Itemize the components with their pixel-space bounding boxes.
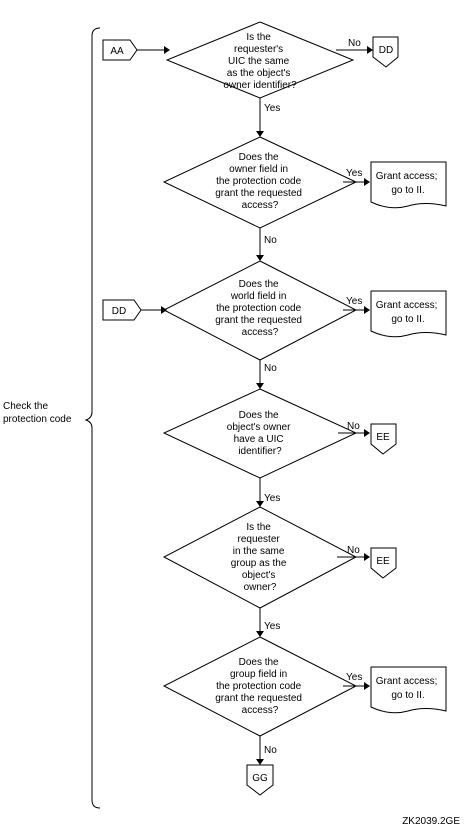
connector-dd-entry (102, 299, 142, 321)
decision-group-field-text: Does the group field in the protection c… (215, 657, 305, 716)
decision-owner-has-uic (162, 388, 358, 479)
left-brace (84, 27, 101, 809)
decision-uic-match (165, 21, 355, 99)
connector-ee-2 (370, 547, 397, 579)
arrow-head (367, 46, 373, 54)
decision-same-group (162, 506, 358, 609)
decision-owner-has-uic-text: Does the object's owner have a UIC ident… (227, 410, 293, 457)
decision-owner-field-text: Does the owner field in the protection c… (215, 152, 305, 211)
decision-same-group-text: Is the requester in the same group as th… (231, 522, 289, 593)
figure-id: ZK2039.2GE (402, 816, 460, 827)
side-label-line-1: Check the (3, 401, 48, 412)
d6-yes-label: Yes (346, 672, 362, 683)
decision-group-field (162, 636, 358, 737)
d5-yes-label: Yes (264, 621, 280, 632)
grant-access-box-group (370, 666, 447, 714)
arrow-head (256, 131, 264, 137)
d6-no-label: No (264, 745, 277, 756)
arrow-head (364, 429, 370, 437)
d4-yes-label: Yes (264, 493, 280, 504)
arrow-head (161, 306, 167, 314)
connector-ee-1 (370, 423, 397, 455)
d5-no-label: No (347, 545, 360, 556)
arrow-head (256, 759, 264, 765)
d3-no-label: No (264, 363, 277, 374)
connector-aa (102, 39, 138, 61)
d1-yes-label: Yes (264, 103, 280, 114)
arrow-head (256, 255, 264, 261)
grant-access-box-owner (370, 161, 447, 209)
connector-ee-2-label: EE (376, 556, 390, 567)
connector-dd-exit (372, 36, 399, 68)
d4-no-label: No (347, 421, 360, 432)
arrow-head (256, 501, 264, 507)
d1-no-label: No (348, 38, 361, 49)
grant-access-owner-text: Grant access; go to II. (376, 171, 440, 196)
arrow-head (364, 553, 370, 561)
grant-access-world-text: Grant access; go to II. (376, 300, 440, 325)
arrow-head (364, 178, 370, 186)
arrow-head (256, 631, 264, 637)
connector-gg (246, 764, 274, 796)
arrow-head (164, 46, 170, 54)
arrow-head (364, 682, 370, 690)
d2-yes-label: Yes (346, 168, 362, 179)
side-label-line-2: protection code (3, 414, 72, 425)
connector-ee-1-label: EE (376, 432, 390, 443)
connector-gg-label: GG (252, 773, 268, 784)
decision-world-field (162, 260, 358, 361)
connector-dd-entry-label: DD (112, 306, 126, 317)
decision-world-field-text: Does the world field in the protection c… (215, 279, 305, 338)
connector-aa-label: AA (110, 46, 124, 57)
grant-access-box-world (370, 290, 447, 338)
arrow-head (364, 306, 370, 314)
decision-owner-field (162, 136, 358, 229)
d3-yes-label: Yes (346, 296, 362, 307)
d2-no-label: No (264, 235, 277, 246)
decision-uic-match-text: Is the requester's UIC the same as the o… (223, 32, 297, 91)
arrow-head (256, 383, 264, 389)
connector-dd-exit-label: DD (379, 45, 393, 56)
grant-access-group-text: Grant access; go to II. (376, 676, 440, 701)
